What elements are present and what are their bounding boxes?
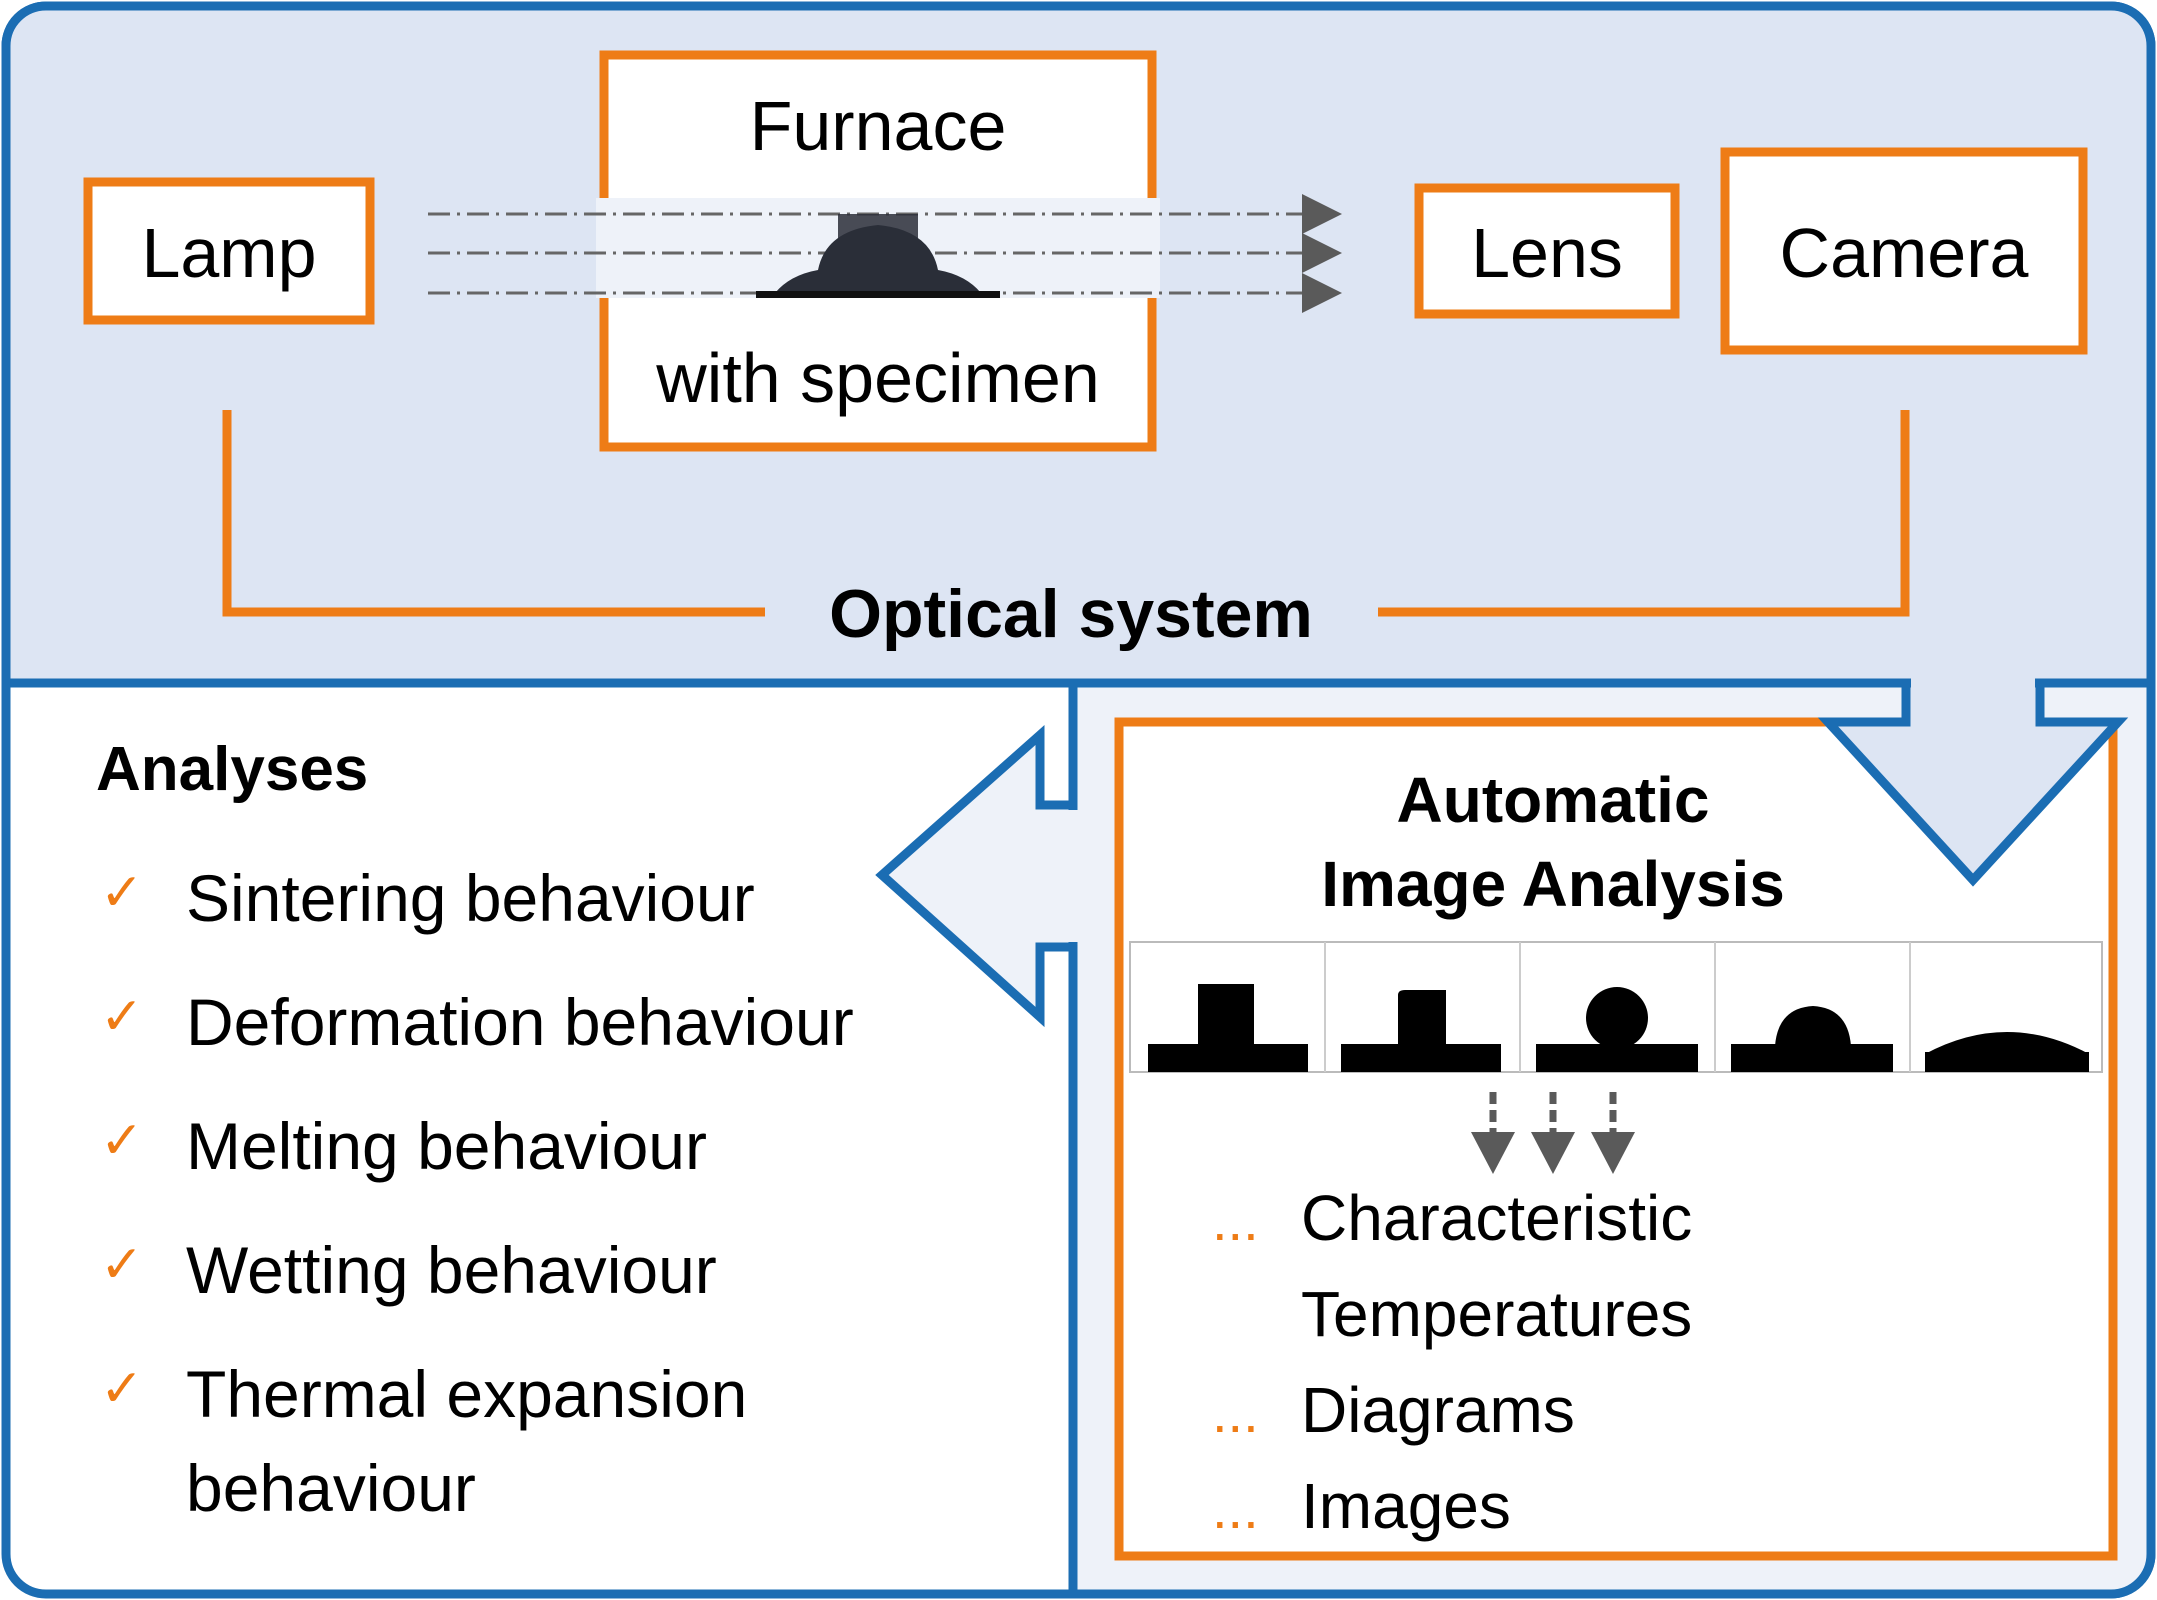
image-analysis-title-line2: Image Analysis (1321, 848, 1785, 920)
light-ray-arrow-icon (1302, 194, 1342, 313)
checkmark-icon: ✓ (100, 864, 144, 922)
furnace-specimen-label: with specimen (655, 339, 1100, 417)
analysis-item: Sintering behaviour (186, 861, 755, 935)
specimen-stages-strip (1129, 941, 2103, 1073)
checkmark-icon: ✓ (100, 1360, 144, 1418)
analysis-item-continued: behaviour (186, 1451, 476, 1525)
furnace-label: Furnace (750, 87, 1007, 165)
checkmark-icon: ✓ (100, 1236, 144, 1294)
specimen-stage-sphere (1536, 987, 1698, 1072)
output-item: Images (1301, 1470, 1511, 1542)
down-arrow-icon (1471, 1092, 1635, 1174)
checkmark-icon: ✓ (100, 988, 144, 1046)
output-item: Characteristic (1301, 1182, 1692, 1254)
specimen-silhouette-icon (756, 214, 1000, 298)
output-bullet: ... (1212, 1189, 1259, 1252)
outputs-list: ... Characteristic Temperatures ... Diag… (1212, 1182, 1692, 1542)
output-bullet: ... (1212, 1477, 1259, 1540)
specimen-stage-hemisphere (1731, 1006, 1893, 1072)
analysis-item: Deformation behaviour (186, 985, 854, 1059)
analyses-list: Analyses ✓ Sintering behaviour ✓ Deforma… (96, 735, 854, 1525)
lens-label: Lens (1471, 214, 1623, 292)
lamp-box: Lamp (83, 177, 375, 325)
analysis-item: Melting behaviour (186, 1109, 707, 1183)
output-item: Diagrams (1301, 1374, 1575, 1446)
optical-system-bracket-right (1378, 410, 1910, 617)
lamp-label: Lamp (141, 214, 316, 292)
down-arrow-big-icon (1817, 678, 2129, 887)
output-bullet: ... (1212, 1381, 1259, 1444)
output-item: Temperatures (1301, 1278, 1692, 1350)
analysis-item: Thermal expansion (186, 1357, 747, 1431)
left-arrow-icon (875, 683, 1078, 1594)
analyses-title: Analyses (96, 735, 368, 804)
optical-system-label: Optical system (829, 576, 1313, 652)
optical-system-bracket-left (222, 410, 765, 617)
camera-box: Camera (1720, 147, 2088, 355)
lens-box: Lens (1414, 183, 1680, 319)
checkmark-icon: ✓ (100, 1112, 144, 1170)
camera-label: Camera (1780, 214, 2029, 292)
specimen-stage-rounded-cube (1341, 990, 1501, 1072)
specimen-stage-cube (1148, 984, 1308, 1072)
analysis-item: Wetting behaviour (186, 1233, 717, 1307)
specimen-stage-flat-drop (1925, 1032, 2089, 1072)
image-analysis-title-line1: Automatic (1397, 764, 1710, 836)
